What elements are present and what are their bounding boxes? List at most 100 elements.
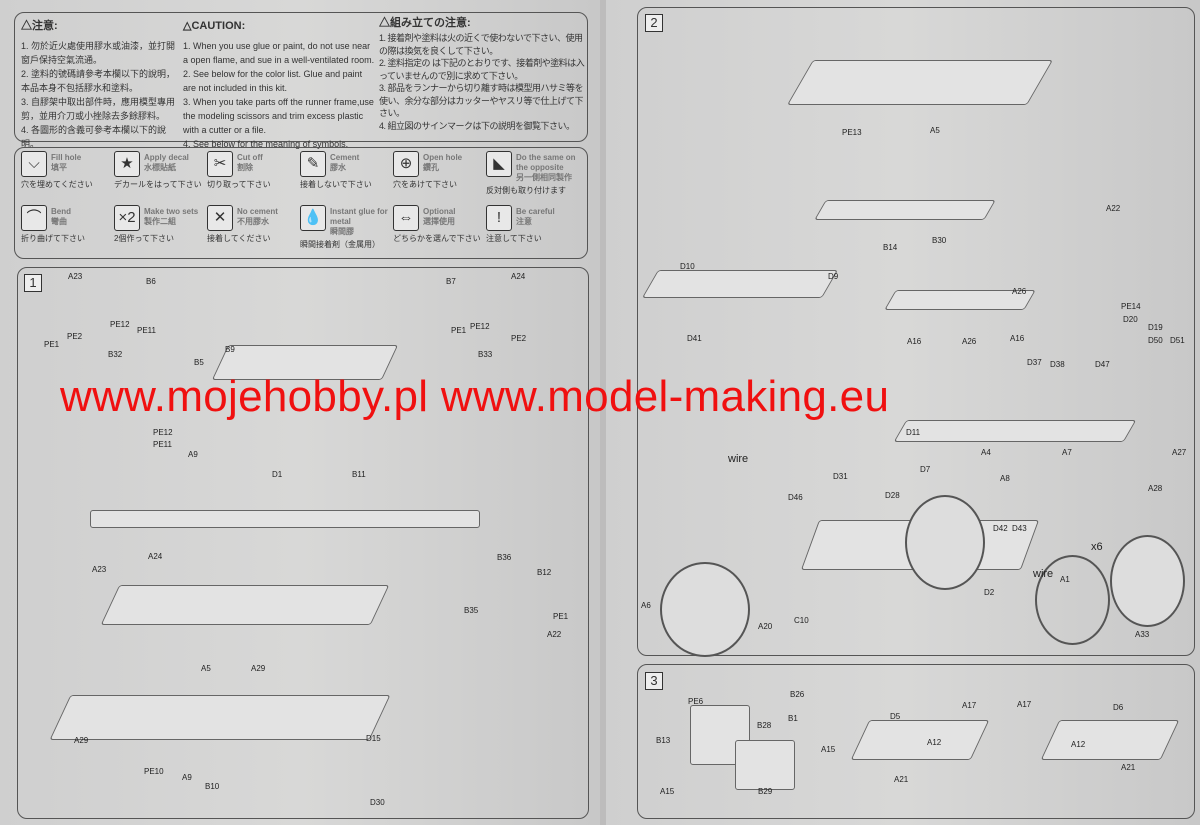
part-label: B35 <box>464 606 479 615</box>
symbol-en: Optional <box>423 207 456 216</box>
part-label: wire <box>728 453 749 465</box>
part-label: A16 <box>907 337 922 346</box>
part-label: PE10 <box>144 767 164 776</box>
part-label: D41 <box>687 334 702 343</box>
part-label: A26 <box>962 337 977 346</box>
part-label: D19 <box>1148 323 1163 332</box>
apply-decal-icon: ★ <box>114 151 140 177</box>
part-label: A8 <box>1000 474 1010 483</box>
part-label: A20 <box>758 622 773 631</box>
part-label: C10 <box>794 616 809 625</box>
part-label: PE12 <box>153 428 173 437</box>
part-label: A22 <box>547 630 562 639</box>
part-label: A23 <box>68 272 83 281</box>
symbol-ja: 注意して下さい <box>486 234 542 243</box>
part-label: D2 <box>984 588 995 597</box>
caution-box: △注意: 1. 勿於近火處使用膠水或油漆，並打開窗戶保持空氣流通。 2. 塗料的… <box>14 12 588 149</box>
wheel <box>660 562 750 657</box>
part-label: x6 <box>1091 541 1103 553</box>
caution-english: △CAUTION: 1. When you use glue or paint,… <box>183 19 375 151</box>
part-label: A5 <box>930 126 940 135</box>
part-label: A28 <box>1148 484 1163 493</box>
caution-japanese: △組み立ての注意: 1. 接着剤や塗料は火の近くで使わないで下さい、使用の際は換… <box>379 17 585 132</box>
part-label: B5 <box>194 358 204 367</box>
part-label: A9 <box>188 450 198 459</box>
caution-item: 4. 組立図のサインマークは下の説明を御覧下さい。 <box>379 120 575 131</box>
part-label: D50 <box>1148 336 1163 345</box>
part-label: D1 <box>272 470 283 479</box>
part-label: B14 <box>883 243 898 252</box>
part-label: D38 <box>1050 360 1065 369</box>
symbol-en: Make two sets <box>144 207 199 216</box>
symbol-en: Be careful <box>516 207 555 216</box>
symbol-zh: 彎曲 <box>51 217 67 226</box>
part-label: D11 <box>906 428 921 437</box>
caution-item: 1. When you use glue or paint, do not us… <box>183 41 375 65</box>
part-label: B28 <box>757 721 772 730</box>
part-label: A33 <box>1135 630 1150 639</box>
part-label: A15 <box>821 745 836 754</box>
step-1-number: 1 <box>24 274 42 292</box>
carriage-top <box>787 60 1053 105</box>
symbol-en: Cement <box>330 153 360 162</box>
part-label: A23 <box>92 565 107 574</box>
part-label: PE11 <box>137 326 156 335</box>
part-label: B1 <box>788 714 798 723</box>
right-page <box>606 0 1200 825</box>
part-label: B10 <box>205 782 220 791</box>
carriage-assembly <box>49 695 391 740</box>
caution-item: 1. 接着剤や塗料は火の近くで使わないで下さい、使用の際は換気を良くして下さい。 <box>379 33 583 56</box>
part-label: A6 <box>641 601 651 610</box>
symbol-ja: 2個作って下さい <box>114 234 175 243</box>
caution-item: 2. See below for the color list. Glue an… <box>183 69 363 93</box>
part-label: A21 <box>894 775 909 784</box>
part-label: A12 <box>927 738 942 747</box>
instant-glue-icon: 💧 <box>300 205 326 231</box>
part-label: A9 <box>182 773 192 782</box>
part-label: A12 <box>1071 740 1086 749</box>
step-3-box <box>637 664 1195 819</box>
crank-arm <box>1040 720 1180 760</box>
symbol-zh: 割除 <box>237 163 253 172</box>
symbol-en: Open hole <box>423 153 463 162</box>
fill-hole-icon: ⌵ <box>21 151 47 177</box>
symbol-en: No cement <box>237 207 278 216</box>
part-label: D28 <box>885 491 900 500</box>
symbol-zh: 注意 <box>516 217 532 226</box>
part-label: A7 <box>1062 448 1072 457</box>
part-label: PE1 <box>44 340 60 349</box>
part-label: B6 <box>146 277 156 286</box>
caution-japanese-title: △組み立ての注意: <box>379 17 471 29</box>
caution-chinese: △注意: 1. 勿於近火處使用膠水或油漆，並打開窗戶保持空氣流通。 2. 塗料的… <box>21 19 181 151</box>
symbol-ja: 穴を埋めてください <box>21 180 93 189</box>
part-label: A17 <box>962 701 977 710</box>
caution-item: 4. 各圖形的含義可參考本欄以下的說明。 <box>21 125 167 149</box>
symbol-ja: 接着してください <box>207 234 271 243</box>
caution-item: 4. See below for the meaning of symbols. <box>183 139 349 149</box>
make-two-sets-icon: ×2 <box>114 205 140 231</box>
symbol-ja: 折り曲げて下さい <box>21 234 85 243</box>
symbol-ja: デカールをはって下さい <box>114 180 202 189</box>
left-page <box>0 0 600 825</box>
part-label: A29 <box>74 736 89 745</box>
